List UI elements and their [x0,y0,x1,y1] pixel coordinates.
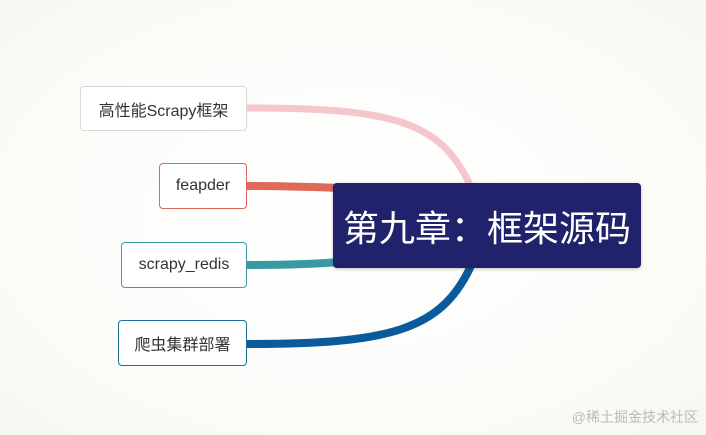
branch-node-feapder[interactable]: feapder [159,163,247,209]
branch-node-scrapy-redis[interactable]: scrapy_redis [121,242,247,288]
branch-node-high-performance-scrapy[interactable]: 高性能Scrapy框架 [80,86,247,131]
connector-branch-1 [243,104,474,189]
connector-branch-3 [243,258,344,269]
watermark-text: @稀土掘金技术社区 [571,409,698,425]
connector-branch-2 [243,182,344,192]
root-node[interactable]: 第九章：框架源码 [333,183,641,268]
connector-branch-4 [243,264,474,348]
branch-node-crawler-cluster[interactable]: 爬虫集群部署 [118,320,247,366]
